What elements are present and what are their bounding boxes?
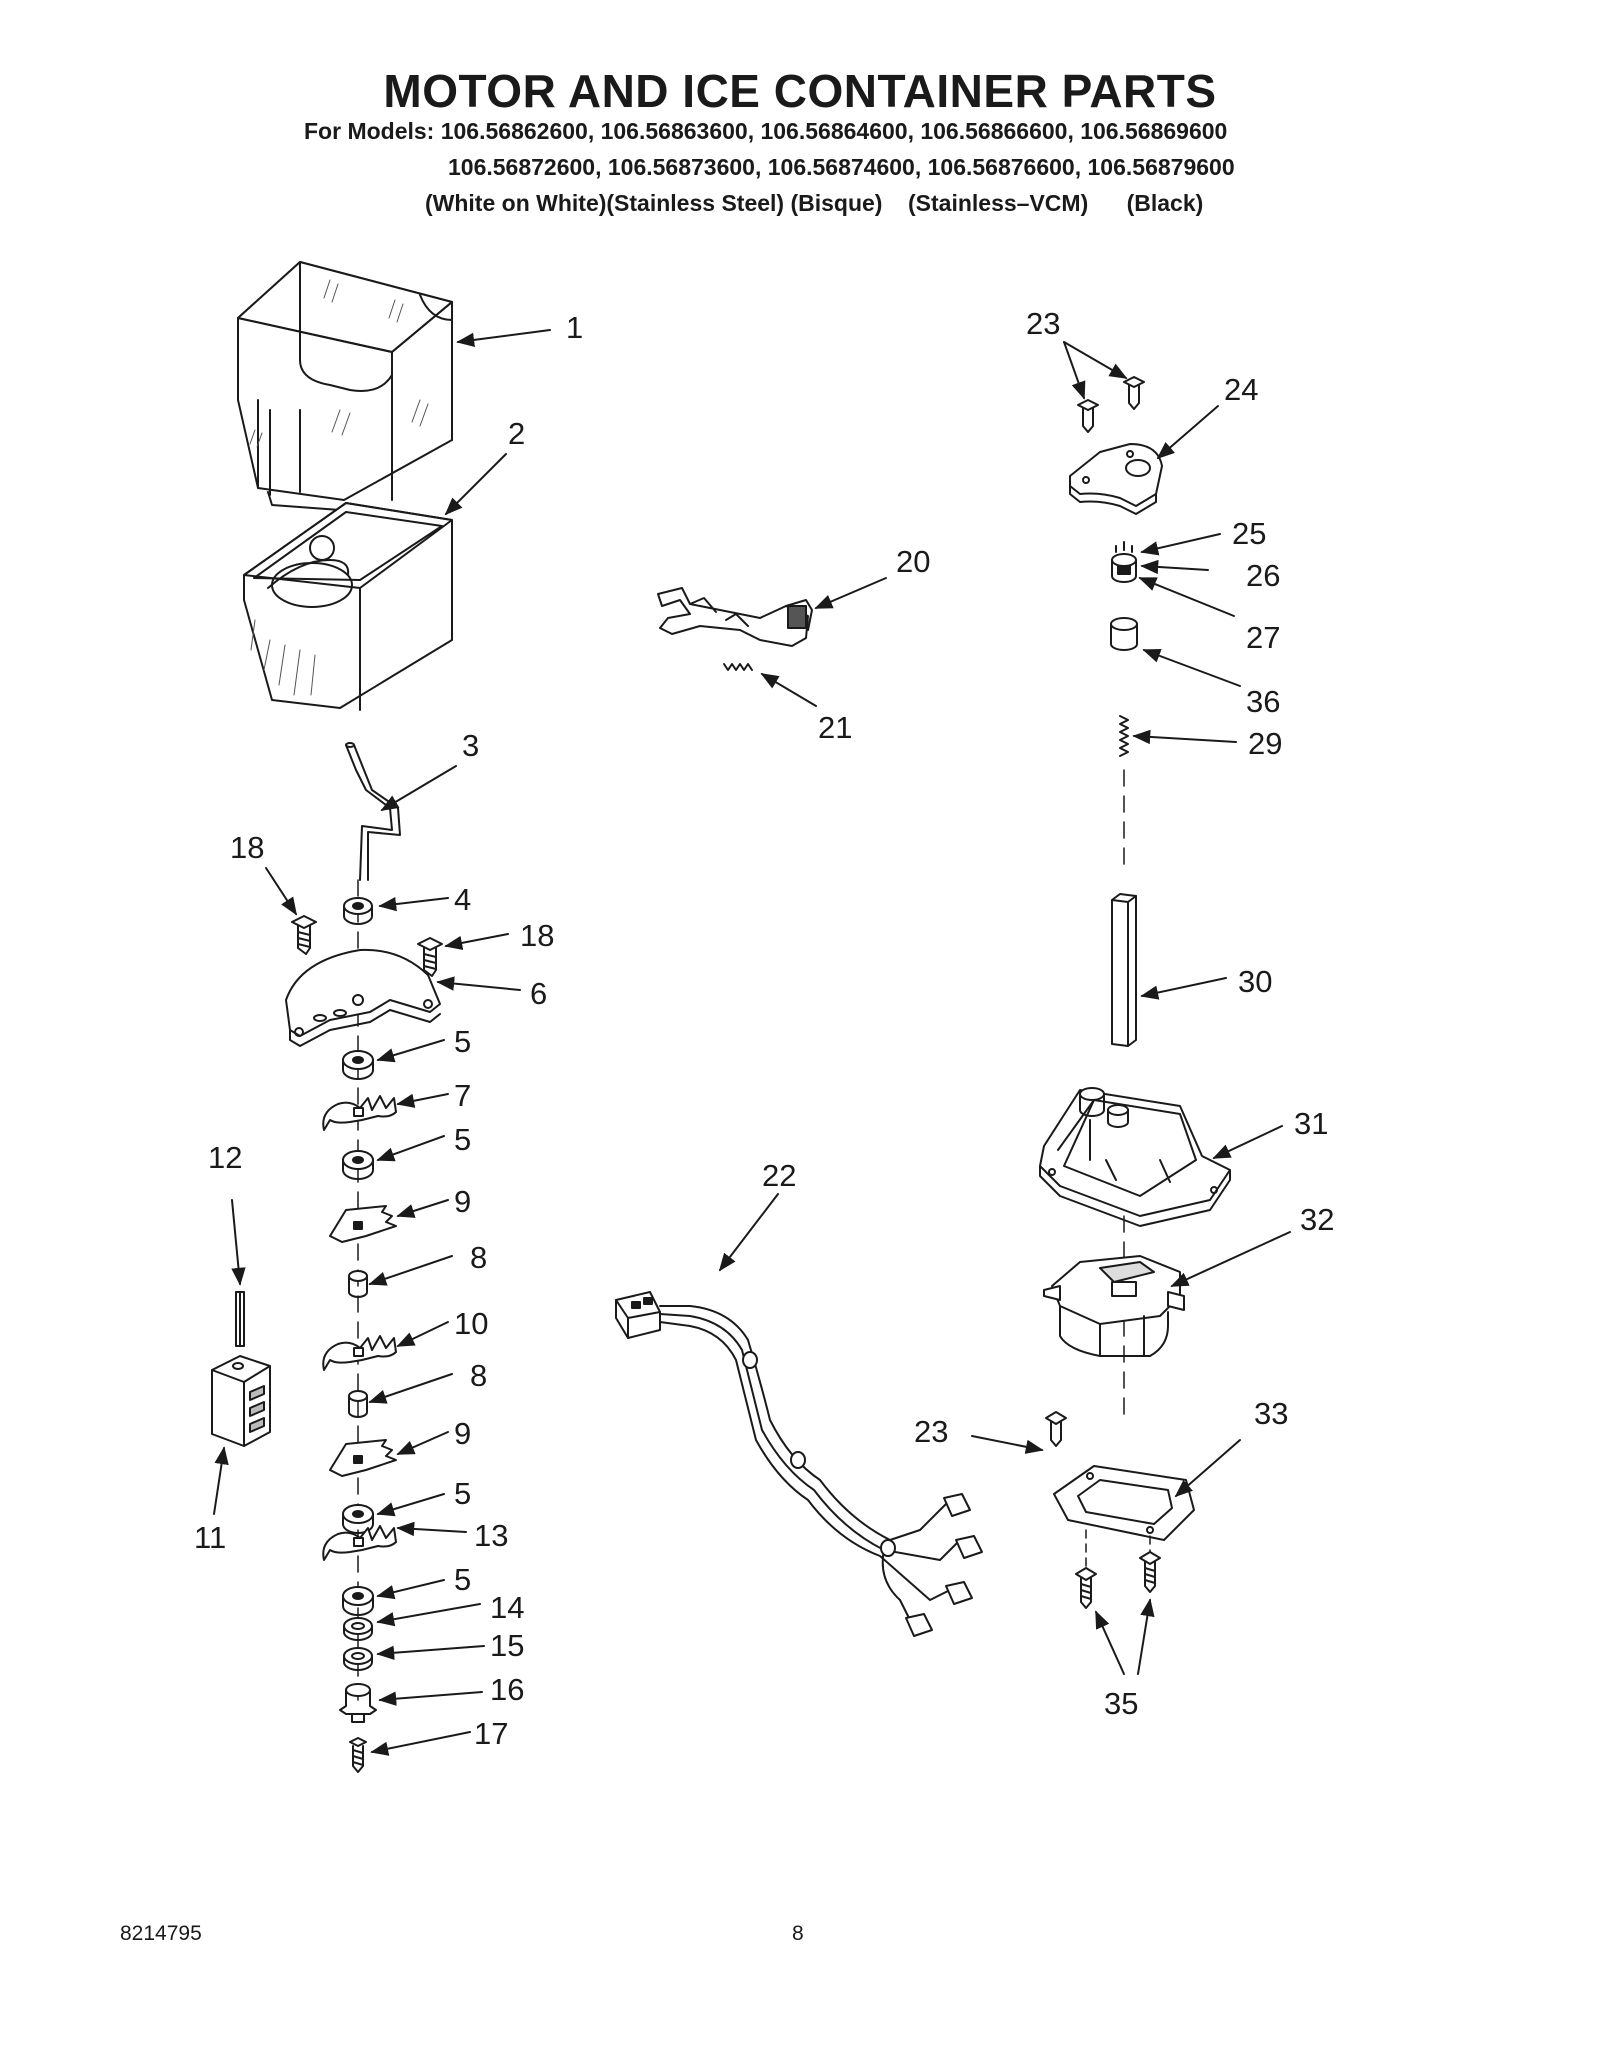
callout-25: 25 bbox=[1232, 516, 1266, 551]
callout-3: 3 bbox=[462, 728, 479, 763]
models-line-1: For Models: 106.56862600, 106.56863600, … bbox=[304, 118, 1228, 144]
part-15-washer bbox=[343, 1647, 373, 1671]
part-29-spring bbox=[1119, 715, 1129, 757]
part-8-spacer-2 bbox=[348, 1390, 368, 1418]
part-23-screw-top-right bbox=[1123, 376, 1145, 410]
callout-5-a: 5 bbox=[454, 1024, 471, 1059]
callout-7: 7 bbox=[454, 1078, 471, 1113]
callout-24: 24 bbox=[1224, 372, 1258, 407]
part-33-gasket bbox=[1053, 1465, 1195, 1541]
callout-23-top: 23 bbox=[1026, 306, 1060, 341]
callout-27: 27 bbox=[1246, 620, 1280, 655]
part-9-stationary-blade-2 bbox=[329, 1439, 397, 1477]
callout-16: 16 bbox=[490, 1672, 524, 1707]
document-number: 8214795 bbox=[120, 1922, 202, 1945]
part-35-screw-right bbox=[1139, 1551, 1161, 1593]
part-8-spacer-1 bbox=[348, 1270, 368, 1298]
part-14-washer bbox=[343, 1617, 373, 1641]
part-11-block bbox=[211, 1355, 271, 1447]
callout-1: 1 bbox=[566, 310, 583, 345]
part-5-washer-1 bbox=[342, 1050, 374, 1080]
page-number: 8 bbox=[792, 1922, 804, 1945]
part-10-blade bbox=[322, 1335, 397, 1371]
screw-axes bbox=[1085, 1529, 1151, 1569]
callout-22: 22 bbox=[762, 1158, 796, 1193]
callout-6: 6 bbox=[530, 976, 547, 1011]
part-35-screw-left bbox=[1075, 1567, 1097, 1609]
part-25-26-27-switch-assembly bbox=[1111, 541, 1137, 583]
callout-13: 13 bbox=[474, 1518, 508, 1553]
part-12-pin bbox=[235, 1291, 245, 1347]
part-32-motor bbox=[1043, 1255, 1185, 1357]
part-5-washer-4 bbox=[342, 1586, 374, 1616]
callout-2: 2 bbox=[508, 416, 525, 451]
part-24-mounting-plate bbox=[1069, 443, 1163, 515]
callout-14: 14 bbox=[490, 1590, 524, 1625]
callout-35: 35 bbox=[1104, 1686, 1138, 1721]
leader-arrows bbox=[213, 329, 1291, 1756]
callout-30: 30 bbox=[1238, 964, 1272, 999]
callout-20: 20 bbox=[896, 544, 930, 579]
part-1-ice-bin-liner bbox=[237, 261, 453, 511]
callout-15: 15 bbox=[490, 1628, 524, 1663]
callout-8-b: 8 bbox=[470, 1358, 487, 1393]
callout-26: 26 bbox=[1246, 558, 1280, 593]
callout-18-left: 18 bbox=[230, 830, 264, 865]
page-title: MOTOR AND ICE CONTAINER PARTS bbox=[383, 65, 1217, 117]
callout-17: 17 bbox=[474, 1716, 508, 1751]
part-6-mounting-bracket bbox=[285, 948, 441, 1047]
callout-9-a: 9 bbox=[454, 1184, 471, 1219]
callout-labels: 1 2 3 18 4 18 6 5 7 5 12 9 8 10 8 9 5 11… bbox=[194, 306, 1334, 1751]
callout-33: 33 bbox=[1254, 1396, 1288, 1431]
callout-29: 29 bbox=[1248, 726, 1282, 761]
part-17-screw bbox=[349, 1737, 367, 1773]
callout-31: 31 bbox=[1294, 1106, 1328, 1141]
callout-8-a: 8 bbox=[470, 1240, 487, 1275]
part-23-screw-bottom bbox=[1045, 1411, 1067, 1447]
callout-4: 4 bbox=[454, 882, 471, 917]
part-30-drive-shaft bbox=[1111, 893, 1137, 1047]
part-5-washer-3 bbox=[342, 1504, 374, 1534]
models-line-2: 106.56872600, 106.56873600, 106.56874600… bbox=[448, 154, 1235, 180]
part-16-bearing bbox=[339, 1683, 377, 1723]
part-13-blade bbox=[322, 1525, 397, 1561]
part-22-wire-harness bbox=[615, 1291, 983, 1637]
part-20-lever bbox=[657, 587, 813, 647]
callout-36: 36 bbox=[1246, 684, 1280, 719]
part-18-screw-right bbox=[417, 937, 443, 977]
callout-9-b: 9 bbox=[454, 1416, 471, 1451]
callout-5-c: 5 bbox=[454, 1476, 471, 1511]
callout-10: 10 bbox=[454, 1306, 488, 1341]
callout-21: 21 bbox=[818, 710, 852, 745]
part-21-spring bbox=[723, 663, 753, 671]
callout-5-b: 5 bbox=[454, 1122, 471, 1157]
callout-32: 32 bbox=[1300, 1202, 1334, 1237]
callout-23-bottom: 23 bbox=[914, 1414, 948, 1449]
models-line-3: (White on White)(Stainless Steel) (Bisqu… bbox=[425, 190, 1204, 216]
part-7-blade bbox=[322, 1095, 397, 1131]
part-23-screw-top-left bbox=[1077, 399, 1099, 433]
callout-11: 11 bbox=[194, 1520, 226, 1555]
callout-5-d: 5 bbox=[454, 1562, 471, 1597]
part-18-screw-left bbox=[291, 915, 317, 955]
part-2-ice-container bbox=[243, 502, 453, 711]
part-9-stationary-blade-1 bbox=[329, 1205, 397, 1243]
callout-18-right: 18 bbox=[520, 918, 554, 953]
part-31-motor-cover bbox=[1039, 1087, 1231, 1227]
part-5-washer-2 bbox=[342, 1150, 374, 1180]
part-3-bent-rod bbox=[345, 742, 401, 881]
part-36-cap bbox=[1110, 617, 1138, 651]
callout-12: 12 bbox=[208, 1140, 242, 1175]
part-4-washer bbox=[343, 897, 373, 925]
